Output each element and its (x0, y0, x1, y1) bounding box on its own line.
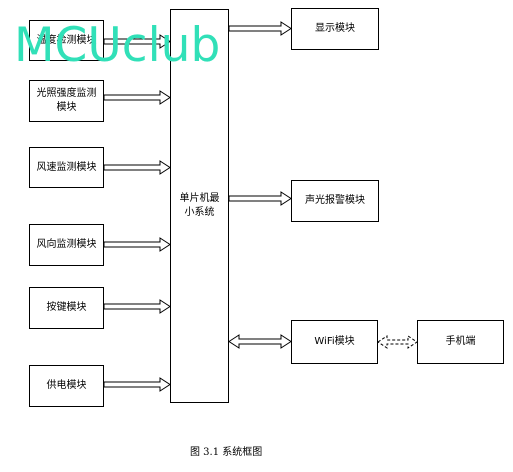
arrow-wifi-phone-bidir (377, 335, 418, 349)
winddir-module: 风向监测模块 (29, 224, 104, 266)
figure-caption: 图 3.1 系统框图 (190, 447, 263, 458)
arrow-mcu-to-alarm (228, 191, 292, 206)
key-module-label: 按键模块 (46, 302, 87, 313)
display-module: 显示模块 (291, 8, 379, 50)
phone-module-label: 手机端 (445, 336, 476, 347)
light-module-label: 光照强度监测模块 (36, 88, 97, 113)
wifi-module: WiFi模块 (291, 320, 378, 364)
arrow-temp-to-mcu (103, 34, 171, 49)
phone-module: 手机端 (417, 320, 504, 364)
temp-module-label: 温度检测模块 (36, 34, 97, 46)
windspeed-module-label: 风速监测模块 (36, 161, 97, 173)
arrow-windspeed-to-mcu (103, 160, 171, 175)
arrow-light-to-mcu (103, 90, 171, 105)
light-module: 光照强度监测模块 (29, 80, 104, 122)
power-module-label: 供电模块 (46, 380, 87, 391)
power-module: 供电模块 (29, 365, 104, 407)
arrow-mcu-wifi-bidir (228, 334, 292, 349)
winddir-module-label: 风向监测模块 (36, 239, 97, 250)
key-module: 按键模块 (29, 287, 104, 329)
alarm-module: 声光报警模块 (291, 180, 379, 222)
wifi-module-label: WiFi模块 (314, 336, 355, 347)
arrow-power-to-mcu (103, 377, 171, 392)
arrow-key-to-mcu (103, 299, 171, 314)
temp-module: 温度检测模块 (29, 20, 104, 61)
arrow-winddir-to-mcu (103, 237, 171, 252)
arrow-mcu-to-display (228, 21, 292, 36)
mcu-label: 单片机最小系统 (179, 193, 220, 218)
display-module-label: 显示模块 (315, 23, 355, 34)
alarm-module-label: 声光报警模块 (305, 195, 365, 206)
windspeed-module: 风速监测模块 (29, 147, 104, 188)
mcu-block: 单片机最小系统 (170, 9, 229, 403)
